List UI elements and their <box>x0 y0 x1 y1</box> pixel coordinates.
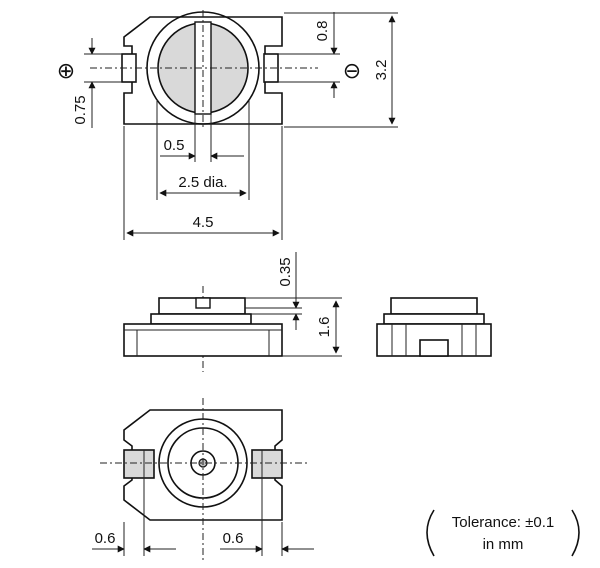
dim-left-pad-label: 0.6 <box>95 530 116 547</box>
dim-height-label: 3.2 <box>373 60 390 81</box>
side-view-end <box>376 297 492 357</box>
unit-text: in mm <box>483 536 524 553</box>
side-view-base <box>123 323 283 357</box>
bottom-view: 0.6 0.6 <box>92 398 314 560</box>
bottom-view-pad-right <box>251 449 283 479</box>
dim-terminal-offset-label: 0.75 <box>72 95 89 124</box>
side-view-rotor-ring <box>150 313 252 325</box>
end-view-terminal <box>419 339 449 357</box>
end-view-ring <box>383 313 485 325</box>
end-view-rotor-top <box>390 297 478 315</box>
dim-body-width-label: 4.5 <box>193 214 214 231</box>
tolerance-text: Tolerance: ±0.1 <box>452 514 554 531</box>
side-view-front: 0.35 1.6 <box>123 252 342 372</box>
polarity-positive-symbol: ⊕ <box>57 59 75 84</box>
dim-top-step-label: 0.35 <box>277 257 294 286</box>
dim-slot-width-label: 0.5 <box>164 137 185 154</box>
top-view: ⊕ ⊖ 3.2 0.8 0.75 0.5 2.5 dia. <box>57 10 398 240</box>
dim-total-height-label: 1.6 <box>316 317 333 338</box>
dim-right-pad-label: 0.6 <box>223 530 244 547</box>
polarity-negative-symbol: ⊖ <box>343 59 361 84</box>
tolerance-note: Tolerance: ±0.1 in mm <box>426 509 580 557</box>
dim-rotor-diameter-label: 2.5 dia. <box>178 174 227 191</box>
dim-terminal-width-label: 0.8 <box>314 21 331 42</box>
bottom-view-body <box>123 409 283 521</box>
bottom-view-pad-left <box>123 449 155 479</box>
